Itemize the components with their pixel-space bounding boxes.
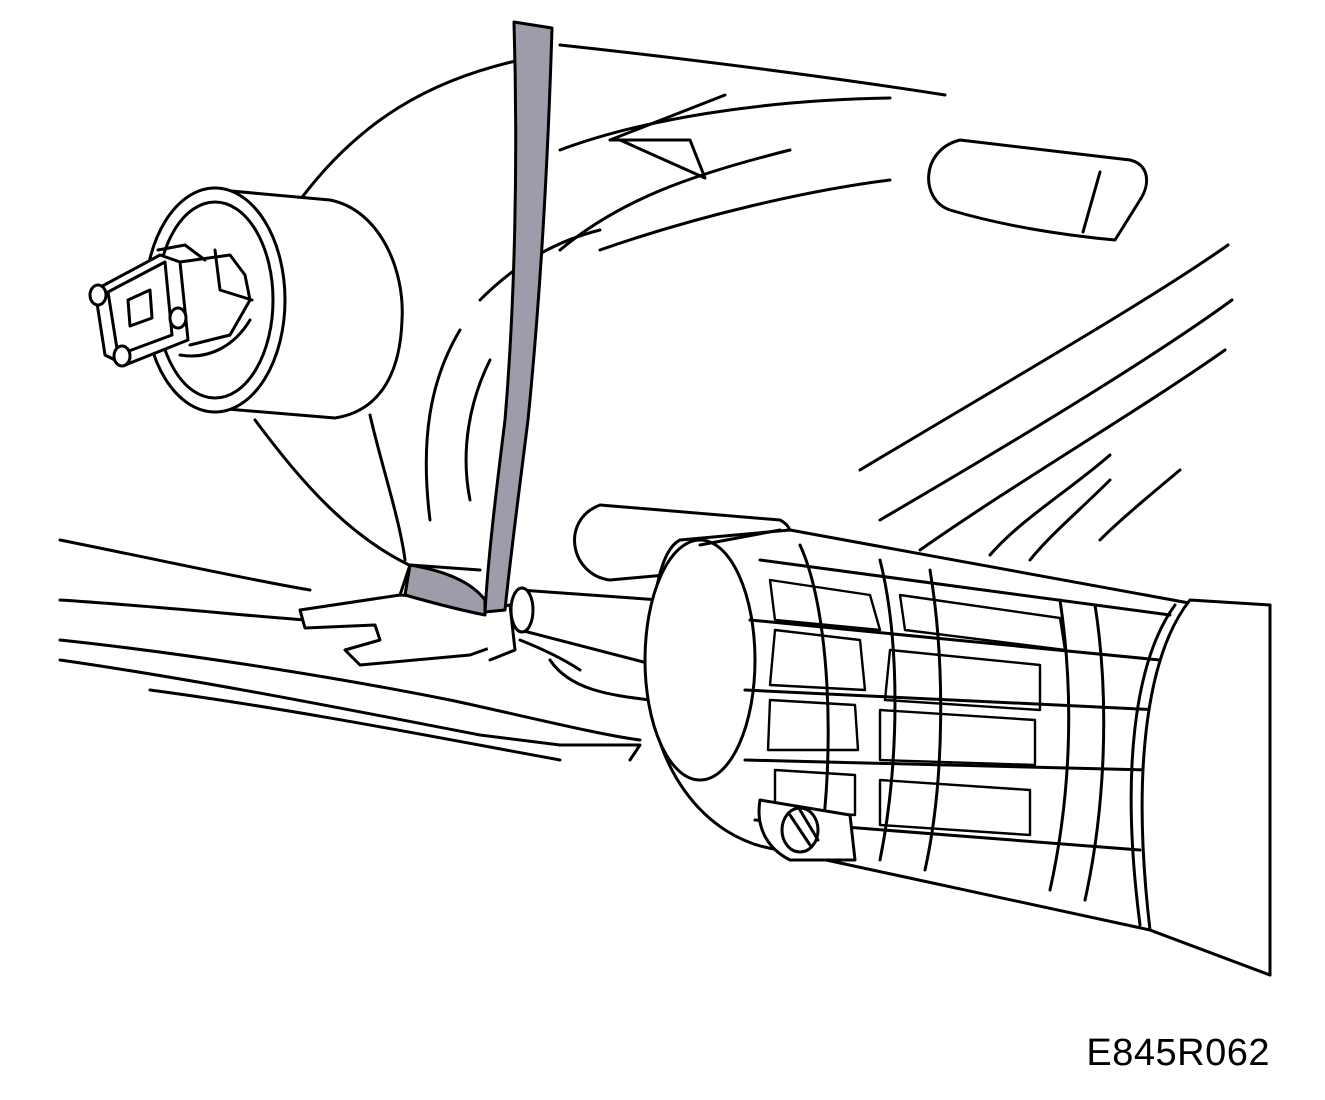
sensor-connector — [88, 243, 254, 368]
upper-slot — [927, 138, 1149, 242]
panel-outline — [298, 43, 947, 522]
tool-strap — [403, 20, 554, 617]
diagonal-lines — [858, 243, 1234, 562]
tool-cage — [643, 528, 1272, 977]
lower-left-lines — [58, 538, 652, 762]
tool-fork — [298, 563, 517, 667]
tool-shaft — [509, 586, 662, 667]
figure-code: E845R062 — [1086, 1032, 1270, 1074]
